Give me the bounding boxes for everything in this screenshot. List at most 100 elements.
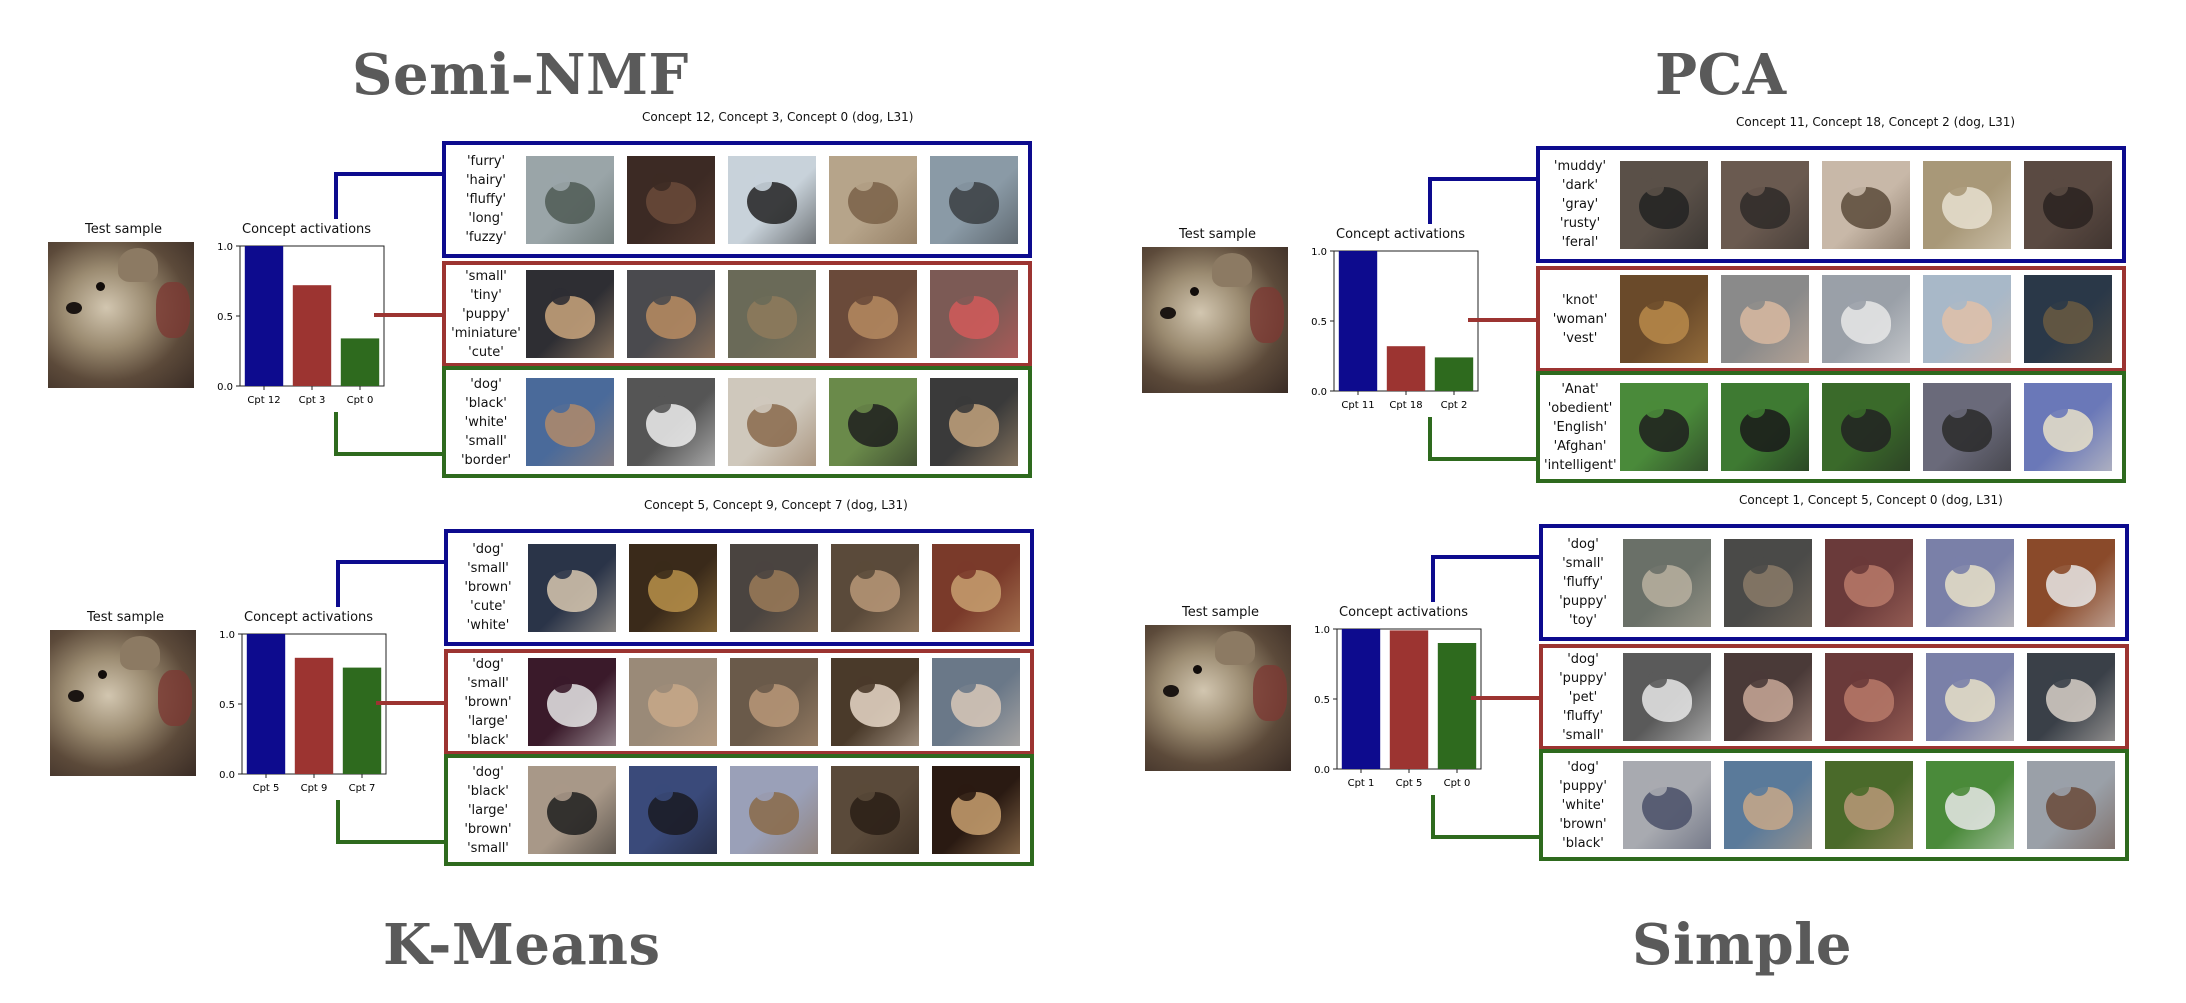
concept-word: 'small' <box>467 840 509 856</box>
concept-example-image <box>728 378 816 466</box>
image-detail <box>855 783 875 802</box>
concept-word: 'small' <box>1562 556 1604 571</box>
concept-word: 'small' <box>467 561 509 576</box>
concept-word: 'tiny' <box>470 287 502 303</box>
image-detail <box>1849 556 1869 574</box>
concept-word: 'small' <box>1562 727 1604 743</box>
concept-word: 'brown' <box>1559 816 1607 832</box>
image-subject <box>749 684 799 727</box>
image-detail <box>552 561 572 579</box>
image-subject <box>1942 409 1992 452</box>
concept-word: 'dog' <box>1567 651 1599 667</box>
concept-word: 'puppy' <box>1559 594 1607 609</box>
test-image-ear <box>118 248 158 282</box>
test-image-eye <box>1193 665 1202 674</box>
concept-example-image <box>627 378 715 466</box>
image-subject <box>848 296 898 339</box>
image-subject <box>951 684 1001 727</box>
concept-word: 'furry' <box>466 154 506 169</box>
concept-example-image <box>730 543 818 632</box>
concept-word: 'intelligent' <box>1544 457 1617 473</box>
activation-bar <box>292 285 332 386</box>
concept-example-image <box>2024 383 2112 471</box>
x-tick-label: Cpt 5 <box>1396 778 1423 789</box>
connector-line <box>1431 555 1539 602</box>
image-detail <box>1849 778 1869 797</box>
y-tick-label: 0.5 <box>1314 695 1330 706</box>
image-detail <box>552 783 572 802</box>
image-detail <box>855 675 875 694</box>
image-detail <box>653 783 673 802</box>
x-tick-label: Cpt 11 <box>1341 400 1374 411</box>
concept-word: 'white' <box>466 618 510 633</box>
test-image-ear <box>1212 253 1252 287</box>
test-sample-image <box>1142 247 1288 393</box>
image-detail <box>853 173 873 191</box>
test-sample-label: Test sample <box>85 222 162 237</box>
method-title-k-means: K-Means <box>383 912 661 978</box>
concept-example-image <box>2027 538 2115 627</box>
test-sample-label: Test sample <box>1179 227 1256 242</box>
concept-word: 'pet' <box>1568 689 1598 705</box>
concept-group-1: 'dog''puppy''pet''fluffy''small' <box>1539 644 2129 750</box>
concept-word: 'knot' <box>1562 292 1598 308</box>
image-subject <box>1945 679 1995 722</box>
image-subject <box>648 684 698 727</box>
image-subject <box>850 792 900 835</box>
x-tick-label: Cpt 18 <box>1389 400 1422 411</box>
concept-example-image <box>528 766 616 854</box>
concept-example-image <box>1822 383 1910 471</box>
concept-word: 'dog' <box>472 764 504 780</box>
concept-word: 'rusty' <box>1559 216 1601 231</box>
test-image-ear <box>120 636 160 670</box>
concept-words: 'dog''small''brown''cute''white' <box>452 533 524 642</box>
chart-title: Concept activations <box>1339 605 1469 620</box>
test-image-red <box>158 670 192 726</box>
concept-word: 'vest' <box>1562 330 1598 346</box>
test-sample-image <box>48 242 194 388</box>
concept-example-image <box>528 658 616 746</box>
concept-group-1: 'small''tiny''puppy''miniature''cute' <box>442 261 1032 367</box>
image-detail <box>2048 292 2068 311</box>
activation-bar <box>1386 346 1426 391</box>
image-subject <box>646 404 696 447</box>
concept-example-image <box>526 378 614 466</box>
image-detail <box>752 173 772 191</box>
method-title-pca: PCA <box>1655 42 1787 108</box>
concept-word: 'brown' <box>464 694 512 710</box>
y-tick-label: 1.0 <box>219 630 235 641</box>
y-tick-label: 1.0 <box>1314 625 1330 636</box>
concept-words: 'dog''black''white''small''border' <box>450 370 522 474</box>
test-image-ear <box>1215 631 1255 665</box>
concept-example-image <box>930 270 1018 358</box>
image-detail <box>550 173 570 191</box>
x-tick-label: Cpt 3 <box>299 395 326 406</box>
test-sample-image <box>1145 625 1291 771</box>
concept-example-image <box>1926 538 2014 627</box>
image-subject <box>1639 301 1689 344</box>
test-image-eye <box>1190 287 1199 296</box>
concept-example-image <box>1620 160 1708 249</box>
concept-example-image <box>2024 160 2112 249</box>
image-subject <box>545 296 595 339</box>
image-subject <box>648 792 698 835</box>
concept-example-image <box>1923 160 2011 249</box>
concept-header: Concept 11, Concept 18, Concept 2 (dog, … <box>1736 115 2016 129</box>
concept-word: 'dog' <box>1567 537 1599 552</box>
connector-line <box>334 412 442 456</box>
image-subject <box>951 792 1001 835</box>
concept-word: 'black' <box>467 783 509 799</box>
concept-example-image <box>932 658 1020 746</box>
concept-words: 'muddy''dark''gray''rusty''feral' <box>1544 150 1616 259</box>
image-subject <box>547 684 597 727</box>
image-detail <box>1950 556 1970 574</box>
image-detail <box>853 395 873 414</box>
concept-example-image <box>1724 653 1812 741</box>
activation-bar <box>1434 357 1474 391</box>
concept-word: 'small' <box>465 433 507 449</box>
concept-words: 'small''tiny''puppy''miniature''cute' <box>450 265 522 363</box>
concept-words: 'dog''black''large''brown''small' <box>452 758 524 862</box>
concept-example-image <box>1721 383 1809 471</box>
